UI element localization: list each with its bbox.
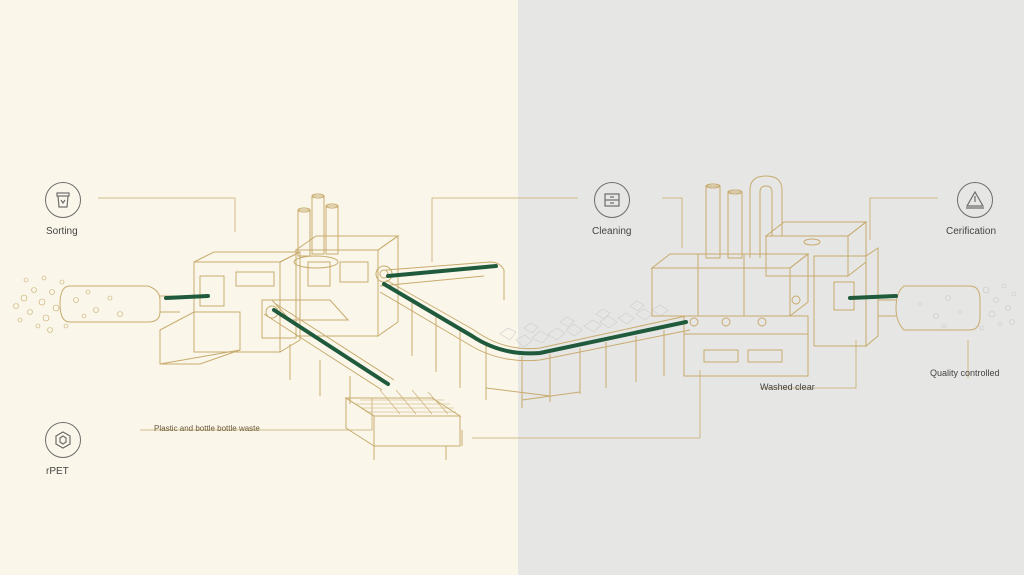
stage-label-sorting: Sorting	[46, 226, 78, 237]
annotation-washed: Washed clear	[760, 382, 815, 392]
main-conveyor-frame	[380, 262, 690, 408]
callout-lines	[98, 198, 968, 438]
stage-label-cleaning: Cleaning	[592, 226, 631, 237]
certificate-triangle-icon	[957, 182, 993, 218]
annotation-input-waste: Plastic and bottle bottle waste	[154, 424, 260, 433]
certification-unit	[766, 222, 878, 346]
shield-hexagon-icon	[45, 422, 81, 458]
conveyor-belts	[166, 266, 896, 384]
stage-label-certification: Cerification	[946, 226, 996, 237]
drawer-icon	[594, 182, 630, 218]
trash-bin-icon	[45, 182, 81, 218]
input-bottle-stream	[14, 276, 181, 333]
output-bottle-stream	[878, 284, 1016, 330]
sorting-machine	[160, 194, 398, 364]
annotation-quality: Quality controlled	[930, 368, 1000, 378]
stage-label-rpet: rPET	[46, 466, 69, 477]
